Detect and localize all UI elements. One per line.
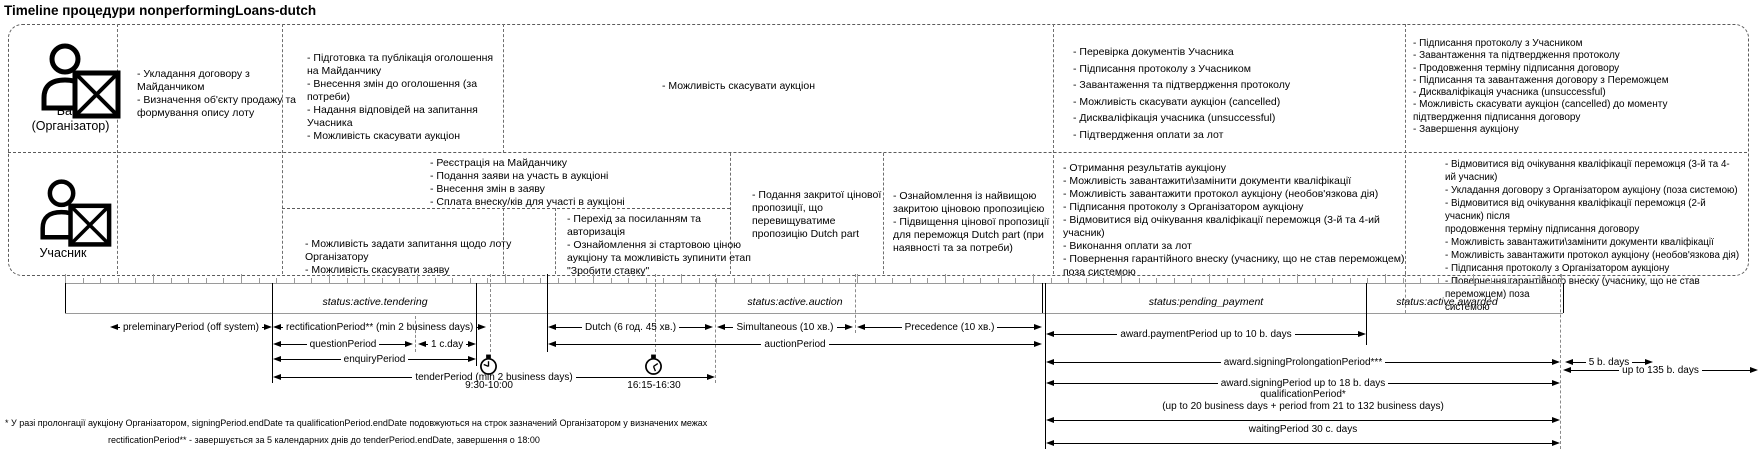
band-edge-right: [1563, 283, 1564, 313]
period-preliminary: preleminaryPeriod (off system): [110, 321, 267, 333]
period-rectification: rectificationPeriod** (min 2 business da…: [273, 321, 479, 333]
guide-dutch-end: [715, 274, 716, 383]
qualification-label: qualificationPeriod*: [1260, 389, 1346, 400]
divider-2-top: [503, 24, 504, 153]
band-edge-payment-end: [1366, 283, 1367, 345]
period-qualification-arrow: [1046, 414, 1560, 426]
clock-first-label: 9:30-10:00: [465, 380, 513, 391]
participant-cell-ask: - Можливість задати запитання щодо лоту …: [305, 238, 512, 276]
bank-cell-contract: - Укладання договору з Майданчиком - Виз…: [137, 68, 296, 119]
period-payment: award.paymentPeriod up to 10 b. days: [1046, 328, 1366, 340]
divider-5: [883, 153, 884, 274]
guide-clock-first: [490, 274, 491, 352]
bank-cell-cancel: - Можливість скасувати аукціон: [662, 80, 815, 92]
period-one-day: 1 c.day: [418, 338, 476, 350]
clock-second-label: 16:15-16:30: [627, 380, 681, 391]
period-precedence: Precedence (10 хв.): [857, 321, 1042, 333]
bank-actor-icon: [41, 43, 121, 119]
participant-actor-icon: [40, 179, 112, 247]
period-signing: award.signingPeriod up to 18 b. days: [1046, 377, 1560, 389]
guide-clock-second: [655, 274, 656, 352]
participant-cell-register: - Реєстрація на Майданчику - Подання зая…: [430, 157, 625, 208]
period-simultaneous: Simultaneous (10 хв.): [717, 321, 853, 333]
divider-1: [282, 24, 283, 274]
clock-icon: [480, 354, 497, 375]
status-band-line: [65, 313, 1563, 314]
participant-cell-link: - Перехід за посиланням та авторизація -…: [567, 213, 751, 277]
bank-cell-sign: - Підписання протоколу з Учасником - Зав…: [1413, 38, 1669, 136]
divider-icons: [117, 24, 118, 274]
divider-3: [555, 208, 556, 274]
participant-cell-best-bid: - Ознайомлення із найвищою закритою ціно…: [893, 190, 1050, 254]
period-enquiry: enquiryPeriod: [273, 353, 476, 365]
band-edge-tendering-end: [476, 283, 477, 366]
status-pending-payment: status:pending_payment: [1148, 296, 1264, 308]
qualification-detail: (up to 20 business days + period from 21…: [1162, 401, 1444, 412]
band-edge: [65, 283, 66, 313]
swimlane-frame: [8, 24, 1749, 276]
status-tendering: status:active.tendering: [322, 296, 428, 308]
status-awarded: status:active.awarded: [1396, 296, 1498, 308]
footnote-2: rectificationPeriod** - завершується за …: [108, 435, 540, 445]
lane-divider: [8, 152, 1747, 153]
period-waiting-arrow: [1046, 437, 1560, 449]
guide-awarded-end: [1560, 274, 1561, 449]
divider-6: [1053, 24, 1054, 274]
period-question: questionPeriod: [273, 338, 413, 350]
participant-cell-results: - Отримання результатів аукціону - Можли…: [1063, 162, 1405, 278]
register-box-bottom: [282, 208, 730, 209]
period-signing-prolongation: award.signingProlongationPeriod***: [1046, 356, 1560, 368]
ruler-ticks: [65, 274, 1563, 283]
period-auction: auctionPeriod: [548, 338, 1042, 350]
bank-cell-publish: - Підготовка та публікація оголошення на…: [307, 52, 494, 142]
period-tender: tenderPeriod (min 2 business days): [273, 371, 715, 383]
band-edge-auction-start: [547, 274, 548, 352]
band-edge-tendering-start: [272, 283, 273, 383]
ruler-line: [65, 283, 1563, 284]
participant-cell-closed-bid: - Подання закритої цінової пропозиції, щ…: [752, 189, 882, 240]
divider-2-bottom: [503, 208, 504, 274]
waiting-label: waitingPeriod 30 c. days: [1248, 424, 1358, 435]
participant-lane-label: Учасник: [39, 246, 87, 260]
clock-icon: [645, 354, 662, 375]
guide-awarded-start: [1405, 274, 1406, 313]
participant-cell-final: - Відмовитися від очікування кваліфікаці…: [1445, 159, 1740, 313]
divider-7: [1405, 24, 1406, 274]
bank-cell-verify: - Перевірка документів Учасника - Підпис…: [1073, 46, 1291, 141]
guide-simultaneous-end: [855, 274, 856, 333]
period-five-days: 5 b. days: [1565, 356, 1653, 368]
period-up-to-135: up to 135 b. days: [1563, 364, 1758, 376]
page-title: Timeline процедури nonperformingLoans-du…: [4, 3, 317, 18]
guide-one-day: [415, 316, 416, 352]
footnote-1: * У разі пролонгації аукціону Організато…: [5, 418, 708, 428]
status-auction: status:active.auction: [747, 296, 843, 308]
divider-4: [730, 153, 731, 274]
band-edge-auction-end: [1042, 283, 1043, 313]
period-dutch: Dutch (6 год. 45 хв.): [548, 321, 713, 333]
